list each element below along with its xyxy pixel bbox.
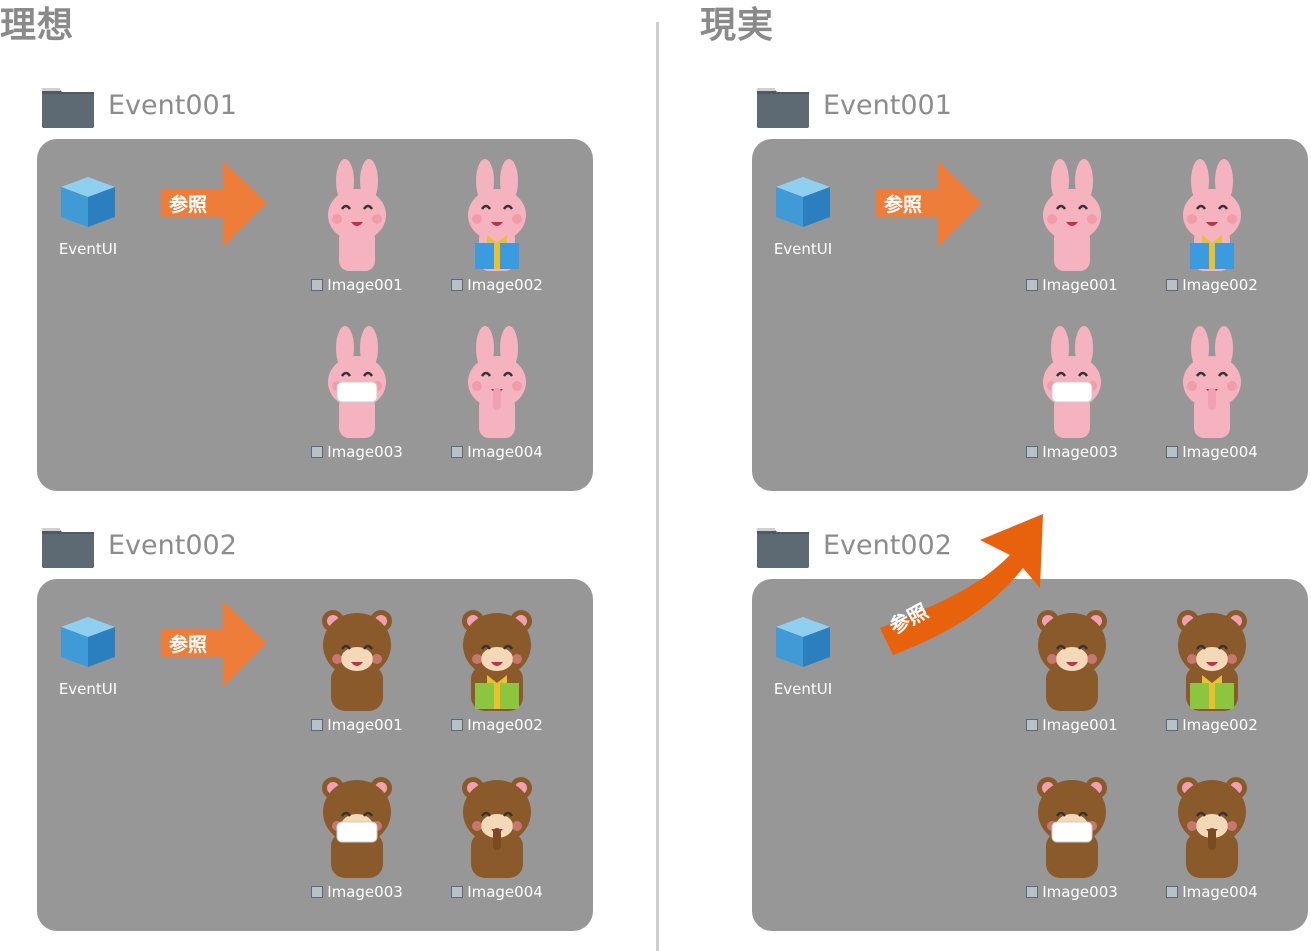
event-ui-label: EventUI: [58, 680, 118, 698]
rabbit-gift-illustration: [1183, 159, 1241, 271]
divider: [656, 22, 659, 951]
image-file-icon: [1026, 886, 1039, 898]
image-file-icon: [451, 446, 464, 458]
image-asset: Image002: [437, 599, 557, 749]
folder-icon: [40, 84, 96, 128]
image-file-icon: [311, 886, 324, 898]
rabbit-plain-illustration: [1043, 159, 1101, 271]
cross-reference-arrow: [880, 514, 1043, 655]
image-asset: Image004: [1152, 326, 1272, 476]
image-asset: Image002: [1152, 159, 1272, 309]
bear-gift-illustration: [1177, 610, 1247, 711]
image-file-icon: [1026, 719, 1039, 731]
side-title: 理想: [0, 5, 75, 46]
cube-icon: [774, 175, 832, 229]
image-asset: Image003: [297, 766, 417, 916]
image-name: Image002: [467, 276, 543, 294]
event-panel: EventUI 参照 Image001 Image002 Image003 Im…: [37, 579, 593, 931]
image-name: Image004: [1182, 883, 1258, 901]
image-file-icon: [311, 446, 324, 458]
image-name: Image003: [327, 443, 403, 461]
bear-plain-illustration: [322, 610, 392, 711]
image-file-icon: [1166, 446, 1179, 458]
rabbit-shush-illustration: [468, 326, 526, 438]
reference-label: 参照: [169, 634, 208, 656]
image-asset: Image003: [1012, 326, 1132, 476]
image-asset: Image004: [437, 766, 557, 916]
image-file-icon: [311, 719, 324, 731]
cube-icon: [59, 175, 117, 229]
image-name: Image003: [1042, 443, 1118, 461]
bear-mask-illustration: [1037, 777, 1107, 878]
event-folder-name: Event002: [823, 530, 952, 561]
image-asset: Image004: [437, 326, 557, 476]
event-panel: EventUI Image001 Image002 Image003 Image…: [752, 579, 1308, 931]
image-file-icon: [311, 279, 324, 291]
image-file-icon: [1166, 279, 1179, 291]
image-file-icon: [451, 886, 464, 898]
image-name: Image004: [467, 443, 543, 461]
image-name: Image003: [327, 883, 403, 901]
folder-icon: [755, 84, 811, 128]
event-panel: EventUI 参照 Image001 Image002 Image003 Im…: [752, 139, 1308, 491]
image-file-icon: [1166, 886, 1179, 898]
rabbit-mask-illustration: [328, 326, 386, 438]
image-asset: Image002: [437, 159, 557, 309]
reference-arrow: [876, 161, 982, 247]
image-name: Image002: [467, 716, 543, 734]
bear-shush-illustration: [462, 777, 532, 878]
folder-icon: [40, 524, 96, 568]
image-name: Image001: [327, 276, 403, 294]
event-folder-name: Event001: [823, 90, 952, 121]
image-asset: Image002: [1152, 599, 1272, 749]
event-folder-name: Event002: [108, 530, 237, 561]
image-file-icon: [1166, 719, 1179, 731]
image-asset: Image001: [1012, 159, 1132, 309]
bear-gift-illustration: [462, 610, 532, 711]
cube-icon: [774, 615, 832, 669]
image-name: Image001: [327, 716, 403, 734]
image-file-icon: [451, 719, 464, 731]
image-asset: Image003: [297, 326, 417, 476]
side-title: 現実: [700, 5, 775, 46]
image-asset: Image001: [297, 599, 417, 749]
rabbit-shush-illustration: [1183, 326, 1241, 438]
rabbit-mask-illustration: [1043, 326, 1101, 438]
bear-plain-illustration: [1037, 610, 1107, 711]
reference-label: 参照: [169, 194, 208, 216]
image-file-icon: [451, 279, 464, 291]
image-asset: Image004: [1152, 766, 1272, 916]
event-ui-label: EventUI: [58, 240, 118, 258]
cube-icon: [59, 615, 117, 669]
event-ui-label: EventUI: [773, 680, 833, 698]
reference-label: 参照: [884, 194, 923, 216]
rabbit-gift-illustration: [468, 159, 526, 271]
image-name: Image004: [467, 883, 543, 901]
image-name: Image001: [1042, 716, 1118, 734]
folder-icon: [755, 524, 811, 568]
event-folder-name: Event001: [108, 90, 237, 121]
image-name: Image002: [1182, 716, 1258, 734]
image-asset: Image001: [297, 159, 417, 309]
image-name: Image004: [1182, 443, 1258, 461]
image-name: Image001: [1042, 276, 1118, 294]
image-asset: Image001: [1012, 599, 1132, 749]
bear-shush-illustration: [1177, 777, 1247, 878]
event-panel: EventUI 参照 Image001 Image002 Image003 Im…: [37, 139, 593, 491]
image-file-icon: [1026, 446, 1039, 458]
event-ui-label: EventUI: [773, 240, 833, 258]
rabbit-plain-illustration: [328, 159, 386, 271]
image-name: Image002: [1182, 276, 1258, 294]
image-asset: Image003: [1012, 766, 1132, 916]
image-name: Image003: [1042, 883, 1118, 901]
reference-arrow: [161, 601, 267, 687]
bear-mask-illustration: [322, 777, 392, 878]
image-file-icon: [1026, 279, 1039, 291]
reference-arrow: [161, 161, 267, 247]
